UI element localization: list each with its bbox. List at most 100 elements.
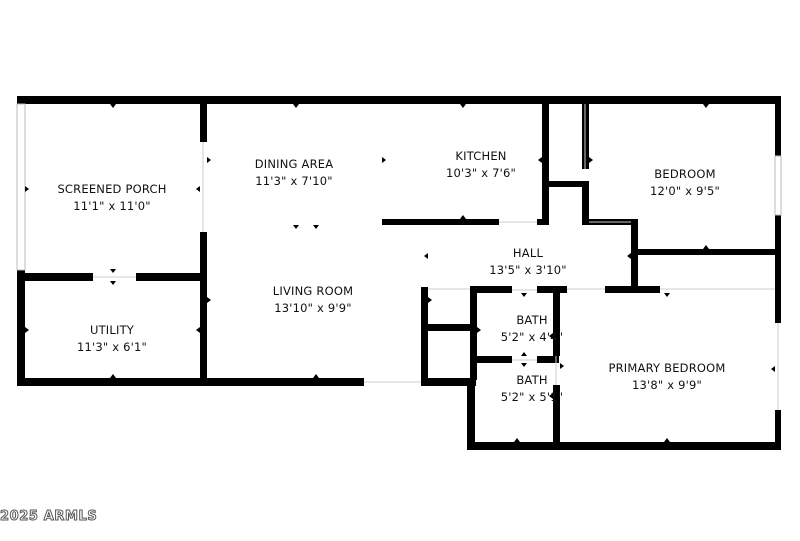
copyright-watermark: 2025 ARMLS [0, 509, 98, 525]
tick-mark [703, 245, 709, 249]
wall [17, 273, 93, 281]
room-dimensions: 13'8" x 9'9" [631, 378, 703, 392]
tick-mark [313, 374, 319, 378]
wall [553, 286, 567, 293]
room-label-kitchen: KITCHEN 10'3" x 7'6" [446, 148, 516, 182]
wall [200, 232, 207, 382]
room-dimensions: 11'3" x 7'10" [255, 174, 333, 188]
room-name: BATH [516, 313, 548, 327]
wall [537, 286, 559, 293]
tick-mark [521, 352, 527, 356]
tick-mark [110, 374, 116, 378]
wall [470, 356, 512, 363]
tick-mark [196, 186, 200, 192]
room-label-bath-2: BATH 5'2" x 5'1" [501, 372, 564, 406]
tick-mark [382, 157, 386, 163]
tick-mark [25, 186, 29, 192]
window [774, 155, 782, 216]
room-label-bedroom: BEDROOM 12'0" x 9'5" [650, 166, 720, 200]
room-name: PRIMARY BEDROOM [608, 361, 726, 375]
wall [553, 385, 560, 446]
tick-mark [110, 269, 116, 273]
tick-mark [313, 225, 319, 229]
room-label-bath-1: BATH 5'2" x 4'4" [501, 312, 564, 346]
wall [542, 181, 587, 187]
wall [470, 286, 512, 293]
wall [467, 442, 781, 450]
room-dimensions: 10'3" x 7'6" [445, 166, 517, 180]
wall [775, 215, 781, 323]
tick-mark [560, 363, 564, 369]
room-name: UTILITY [89, 323, 135, 337]
room-name: KITCHEN [455, 149, 507, 163]
tick-mark [627, 253, 631, 259]
walls [17, 96, 781, 450]
room-label-hall: HALL 13'5" x 3'10" [489, 245, 567, 279]
tick-mark [207, 297, 211, 303]
tick-mark [477, 327, 481, 333]
wall [605, 286, 660, 293]
tick-mark [293, 104, 299, 108]
wall [470, 286, 477, 380]
tick-mark [521, 293, 527, 297]
wall [17, 378, 364, 386]
wall [537, 356, 559, 363]
room-name: BEDROOM [654, 167, 716, 181]
tick-mark [514, 438, 520, 442]
wall [136, 273, 206, 281]
room-dimensions: 5'2" x 5'1" [500, 390, 564, 404]
room-dimensions: 11'3" x 6'1" [76, 340, 148, 354]
wall [467, 378, 475, 450]
room-label-primary-bedroom: PRIMARY BEDROOM 13'8" x 9'9" [608, 360, 725, 394]
wall [421, 378, 476, 386]
tick-mark [196, 327, 200, 333]
window [16, 103, 26, 271]
tick-mark [549, 333, 553, 339]
wall [200, 96, 207, 142]
tick-mark [460, 104, 466, 108]
room-label-utility: UTILITY 11'3" x 6'1" [77, 322, 147, 356]
tick-mark [664, 293, 670, 297]
tick-mark [521, 363, 527, 367]
room-name: LIVING ROOM [272, 284, 354, 298]
room-dimensions: 12'0" x 9'5" [649, 184, 721, 198]
dimension-ticks [25, 104, 775, 442]
tick-mark [589, 157, 593, 163]
room-dimensions: 5'2" x 4'4" [500, 330, 564, 344]
room-label-dining-area: DINING AREA 11'3" x 7'10" [255, 156, 334, 190]
tick-mark [538, 157, 542, 163]
tick-mark [428, 297, 432, 303]
tick-mark [771, 366, 775, 372]
tick-mark [110, 104, 116, 108]
wall [542, 96, 549, 225]
wall [582, 181, 589, 225]
openings [93, 104, 779, 410]
room-name: SCREENED PORCH [57, 182, 167, 196]
room-dimensions: 13'10" x 9'9" [274, 301, 352, 315]
wall [421, 324, 473, 331]
tick-mark [703, 104, 709, 108]
room-name: BATH [516, 373, 548, 387]
tick-mark [293, 225, 299, 229]
wall [553, 286, 560, 356]
wall [421, 287, 428, 385]
room-dimensions: 11'1" x 11'0" [73, 199, 151, 213]
wall [775, 410, 781, 450]
room-label-screened-porch: SCREENED PORCH 11'1" x 11'0" [57, 181, 166, 215]
tick-mark [460, 215, 466, 219]
tick-mark [549, 393, 553, 399]
wall [775, 96, 781, 156]
wall [17, 96, 781, 104]
tick-mark [110, 281, 116, 285]
wall [382, 219, 499, 225]
tick-mark [207, 157, 211, 163]
room-dimensions: 13'5" x 3'10" [489, 263, 567, 277]
room-name: HALL [512, 246, 544, 260]
room-name: DINING AREA [254, 157, 334, 171]
tick-mark [25, 327, 29, 333]
room-label-living-room: LIVING ROOM 13'10" x 9'9" [273, 283, 353, 317]
tick-mark [424, 253, 428, 259]
tick-mark [664, 438, 670, 442]
wall [631, 249, 781, 255]
